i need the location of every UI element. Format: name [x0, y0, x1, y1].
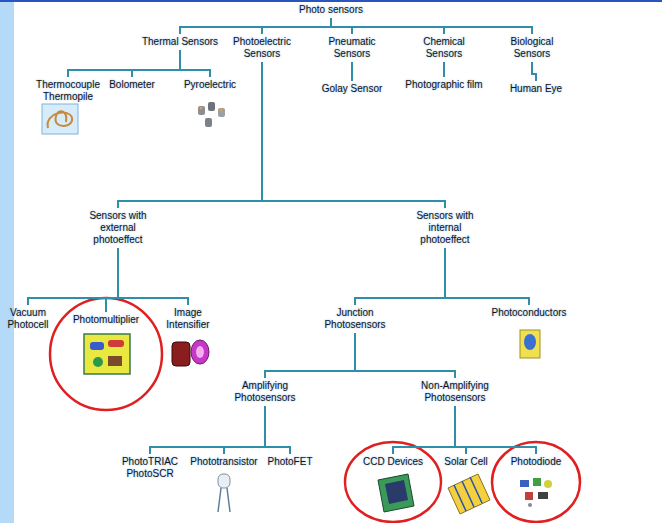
sensor-label: PhotoFET — [265, 456, 315, 468]
node-text: Image Intensifier — [160, 307, 216, 331]
tree-connector — [355, 333, 455, 378]
tree-connector — [455, 406, 536, 454]
node-text: Photoelectric Sensors — [227, 36, 297, 60]
node-text: Vacuum Photocell — [4, 307, 52, 331]
tree-connector — [351, 62, 353, 81]
side-stripe — [0, 0, 14, 523]
solar-cell-icon — [448, 474, 490, 514]
node-text: Non-Amplifying Photosensors — [405, 380, 505, 404]
sensor-label: Photo sensors — [286, 4, 376, 16]
ccd-icon — [378, 474, 414, 512]
node-text: Biological Sensors — [502, 36, 562, 60]
photoconductor-icon — [520, 330, 540, 358]
sensor-label: Bolometer — [102, 79, 162, 91]
node-text: Amplifying Photosensors — [225, 380, 305, 404]
sensor-label: Photoelectric Sensors — [227, 36, 297, 60]
tree-connector — [265, 406, 290, 454]
sensor-label: Golay Sensor — [317, 83, 387, 95]
sensor-label: Solar Cell — [436, 456, 496, 468]
sensor-label: Pneumatic Sensors — [322, 36, 382, 60]
tree-connector — [132, 50, 180, 77]
sensor-label: Vacuum Photocell — [4, 307, 52, 331]
tree-connector — [355, 248, 445, 305]
sensor-label: Photomultiplier — [66, 314, 146, 326]
sensor-label: Chemical Sensors — [414, 36, 474, 60]
tree-connector — [393, 406, 455, 454]
node-text: Photo sensors — [286, 4, 376, 16]
tree-connector — [118, 248, 188, 305]
node-text: Thermocouple Thermopile — [32, 79, 104, 103]
node-text: PhotoTRIAC PhotoSCR — [117, 456, 183, 480]
photodiode-icon — [520, 478, 552, 507]
tree-connector — [68, 50, 180, 77]
node-text: Sensors with internal photoeffect — [410, 210, 480, 246]
tree-connector — [262, 18, 331, 34]
sensor-label: Thermal Sensors — [135, 36, 225, 48]
tree-connector — [180, 50, 210, 77]
sensor-label: Non-Amplifying Photosensors — [405, 380, 505, 404]
phototransistor-icon — [218, 474, 230, 512]
tree-connector — [224, 406, 265, 454]
tree-connector — [532, 62, 536, 81]
highlight-circle — [50, 298, 162, 410]
node-text: Pneumatic Sensors — [322, 36, 382, 60]
node-text: Phototransistor — [184, 456, 264, 468]
sensor-label: Amplifying Photosensors — [225, 380, 305, 404]
node-text: Photomultiplier — [66, 314, 146, 326]
node-text: Sensors with external photoeffect — [83, 210, 153, 246]
node-text: Photodiode — [506, 456, 566, 468]
node-text: CCD Devices — [358, 456, 428, 468]
tree-connector — [265, 333, 355, 378]
sensor-label: PhotoTRIAC PhotoSCR — [117, 456, 183, 480]
top-rule — [0, 0, 662, 2]
node-text: Junction Photosensors — [315, 307, 395, 331]
image-intensifier-icon — [172, 340, 209, 366]
sensor-label: Image Intensifier — [160, 307, 216, 331]
node-text: Golay Sensor — [317, 83, 387, 95]
node-text: Human Eye — [501, 83, 571, 95]
sensor-label: Pyroelectric — [178, 79, 242, 91]
photomultiplier-icon — [84, 334, 130, 374]
sensor-label: Biological Sensors — [502, 36, 562, 60]
tree-connector — [150, 406, 265, 454]
sensor-label: CCD Devices — [358, 456, 428, 468]
node-text: Chemical Sensors — [414, 36, 474, 60]
sensor-label: Phototransistor — [184, 456, 264, 468]
sensor-label: Human Eye — [501, 83, 571, 95]
sensor-label: Sensors with external photoeffect — [83, 210, 153, 246]
node-text: Photographic film — [399, 79, 489, 91]
sensor-label: Junction Photosensors — [315, 307, 395, 331]
tree-connector — [28, 248, 118, 305]
node-text: Bolometer — [102, 79, 162, 91]
pyroelectric-icon — [198, 102, 225, 127]
sensor-label: Photographic film — [399, 79, 489, 91]
tree-connector — [106, 248, 118, 312]
node-text: Thermal Sensors — [135, 36, 225, 48]
node-text: PhotoFET — [265, 456, 315, 468]
node-text: Pyroelectric — [178, 79, 242, 91]
sensor-label: Photodiode — [506, 456, 566, 468]
node-text: Photoconductors — [484, 307, 574, 319]
tree-connector — [443, 62, 445, 77]
tree-connector — [331, 18, 532, 34]
tree-connector — [445, 248, 529, 305]
sensor-label: Sensors with internal photoeffect — [410, 210, 480, 246]
sensor-label: Thermocouple Thermopile — [32, 79, 104, 103]
tree-connector — [180, 18, 331, 34]
thermocouple-icon — [42, 104, 78, 134]
node-text: Solar Cell — [436, 456, 496, 468]
sensor-label: Photoconductors — [484, 307, 574, 319]
